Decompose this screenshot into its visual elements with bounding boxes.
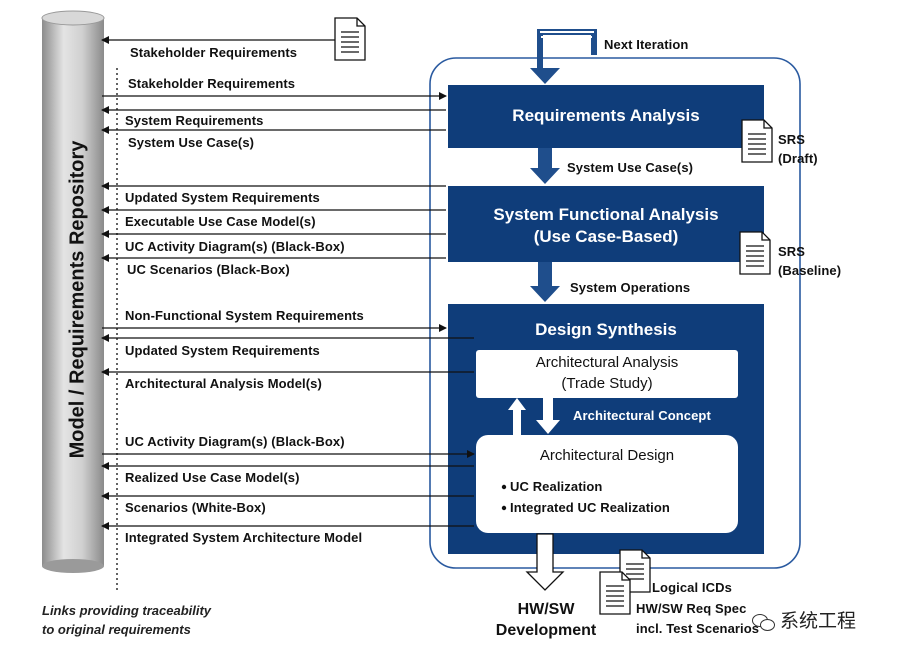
hw-sw-req-spec-label: HW/SW Req Spec bbox=[636, 601, 747, 616]
link-label: Integrated System Architecture Model bbox=[125, 530, 363, 545]
architectural-concept-arrows bbox=[508, 398, 560, 435]
link-label: Updated System Requirements bbox=[125, 190, 320, 205]
logical-icds-label: Logical ICDs bbox=[652, 580, 732, 595]
stakeholder-document-icon bbox=[334, 17, 366, 61]
output-label-line2: Development bbox=[495, 622, 597, 639]
req-spec-document-icon bbox=[599, 571, 631, 615]
architectural-concept-flow-label: Architectural Concept bbox=[573, 408, 711, 423]
link-label: Stakeholder Requirements bbox=[130, 45, 298, 60]
traceability-note-line1: Links providing traceability bbox=[42, 603, 212, 618]
link-label: Architectural Analysis Model(s) bbox=[125, 376, 322, 391]
process-frame bbox=[429, 57, 801, 569]
link-arrows bbox=[101, 36, 475, 530]
link-label: UC Activity Diagram(s) (Black-Box) bbox=[125, 239, 345, 254]
system-functional-analysis-title: System Functional Analysis bbox=[493, 205, 719, 224]
link-label: Stakeholder Requirements bbox=[128, 76, 296, 91]
next-iteration-arrow bbox=[530, 29, 597, 84]
bullet bbox=[501, 505, 507, 511]
output-arrow bbox=[525, 533, 565, 591]
srs-draft-document-icon bbox=[741, 119, 773, 163]
integrated-uc-realization-item: Integrated UC Realization bbox=[510, 500, 670, 515]
test-scenarios-label: incl. Test Scenarios bbox=[636, 621, 760, 636]
srs-draft-label: SRS bbox=[778, 132, 806, 147]
system-operations-flow-label: System Operations bbox=[570, 280, 691, 295]
uc-realization-item: UC Realization bbox=[510, 479, 603, 494]
wechat-icon bbox=[752, 613, 775, 631]
link-label: System Requirements bbox=[125, 113, 264, 128]
architectural-design-title: Architectural Design bbox=[539, 447, 675, 464]
link-label: Executable Use Case Model(s) bbox=[125, 214, 316, 229]
srs-baseline-sublabel: (Baseline) bbox=[778, 263, 842, 278]
system-use-cases-flow-label: System Use Case(s) bbox=[567, 160, 694, 175]
link-label: UC Scenarios (Black-Box) bbox=[127, 262, 290, 277]
watermark: 系统工程 bbox=[752, 606, 856, 633]
srs-baseline-label: SRS bbox=[778, 244, 806, 259]
link-label: Updated System Requirements bbox=[125, 343, 320, 358]
architectural-analysis-box bbox=[476, 350, 738, 398]
srs-draft-sublabel: (Draft) bbox=[778, 151, 818, 166]
design-synthesis-title: Design Synthesis bbox=[535, 320, 677, 339]
architectural-design-box bbox=[476, 435, 738, 533]
srs-baseline-document-icon bbox=[739, 231, 771, 275]
watermark-text: 系统工程 bbox=[780, 610, 857, 632]
link-label: Non-Functional System Requirements bbox=[125, 308, 364, 323]
system-functional-analysis-box bbox=[448, 186, 764, 262]
next-iteration-label: Next Iteration bbox=[604, 37, 689, 52]
architectural-analysis-title: Architectural Analysis bbox=[535, 354, 679, 371]
flow-arrow-2 bbox=[530, 262, 560, 302]
architectural-analysis-subtitle: (Trade Study) bbox=[561, 375, 653, 392]
requirements-analysis-title: Requirements Analysis bbox=[512, 106, 700, 125]
repository-label: Model / Requirements Repository bbox=[66, 140, 89, 459]
output-label-line1: HW/SW bbox=[517, 601, 575, 618]
traceability-note-line2: to original requirements bbox=[42, 622, 191, 637]
repository-cylinder bbox=[41, 10, 105, 573]
requirements-analysis-box bbox=[448, 85, 764, 148]
bullet bbox=[501, 484, 507, 490]
system-functional-analysis-subtitle: (Use Case-Based) bbox=[533, 227, 679, 246]
link-label: System Use Case(s) bbox=[128, 135, 255, 150]
flow-arrow-1 bbox=[530, 148, 560, 184]
link-label: UC Activity Diagram(s) (Black-Box) bbox=[125, 434, 345, 449]
link-label: Scenarios (White-Box) bbox=[125, 500, 266, 515]
link-label: Realized Use Case Model(s) bbox=[125, 470, 300, 485]
